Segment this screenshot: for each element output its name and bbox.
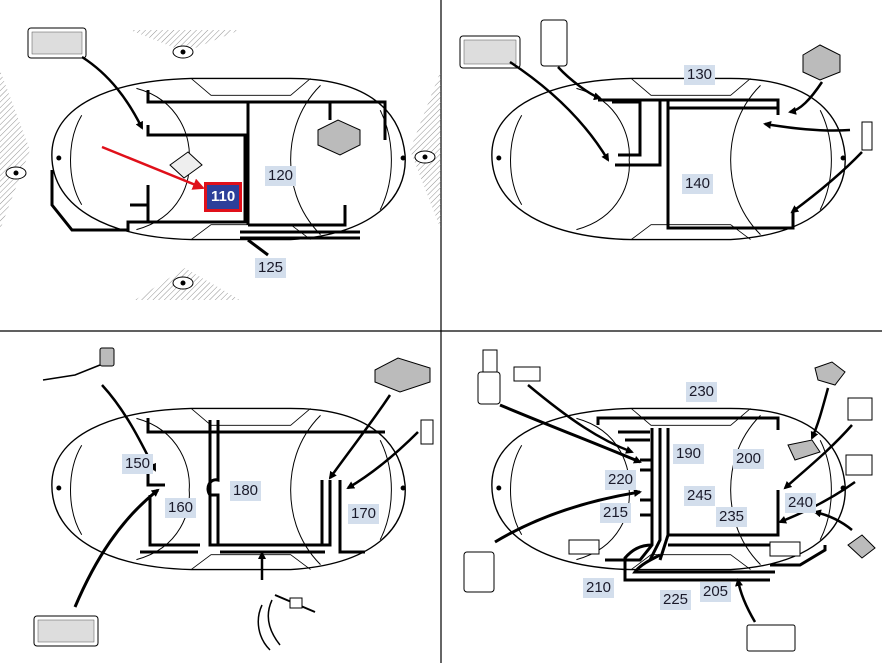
wiring-panel-2 <box>598 98 795 230</box>
callout-205[interactable]: 205 <box>700 582 732 602</box>
remote-key-icon <box>482 349 498 373</box>
module-icon-4 <box>845 454 873 476</box>
callout-200[interactable]: 200 <box>733 449 765 469</box>
relay-box-icon <box>540 19 568 67</box>
callout-130[interactable]: 130 <box>684 65 716 85</box>
fuse-box-icon <box>746 624 796 652</box>
switch-icon-4 <box>814 361 846 386</box>
antenna-connector-icon <box>99 347 115 367</box>
wiring-panel-3 <box>140 418 385 554</box>
callout-150[interactable]: 150 <box>122 454 154 474</box>
wiring-panel-4 <box>596 416 827 582</box>
callout-120[interactable]: 120 <box>265 166 297 186</box>
module-icon-4b <box>787 439 821 461</box>
connector-icon-4b <box>847 534 876 559</box>
callout-110-selected[interactable]: 110 <box>203 182 243 212</box>
control-unit-icon <box>463 551 495 593</box>
callout-220[interactable]: 220 <box>605 470 637 490</box>
callout-215[interactable]: 215 <box>600 503 632 523</box>
panel-rear-left <box>33 347 434 651</box>
connector-icon-2 <box>802 44 841 81</box>
callout-160[interactable]: 160 <box>165 498 197 518</box>
wiring-panel-1 <box>50 90 387 257</box>
callout-245[interactable]: 245 <box>684 486 716 506</box>
panel-switch-icon <box>847 397 873 421</box>
panel-rear-right <box>463 349 876 652</box>
callout-230[interactable]: 230 <box>686 382 718 402</box>
callout-125[interactable]: 125 <box>255 258 287 278</box>
connector-icon-4c <box>769 541 801 557</box>
callout-225[interactable]: 225 <box>660 590 692 610</box>
pointer-arrow <box>101 145 205 190</box>
callout-170[interactable]: 170 <box>348 504 380 524</box>
panel-front-right <box>459 19 873 241</box>
connector-block-icon <box>317 119 361 156</box>
panel-front-left <box>0 27 441 300</box>
callout-235[interactable]: 235 <box>716 507 748 527</box>
callout-190[interactable]: 190 <box>673 444 705 464</box>
sensor-module-icon <box>169 151 203 179</box>
camera-module-icon <box>374 357 431 393</box>
connector-icon-4a <box>568 539 600 555</box>
receiver-icon <box>513 366 541 382</box>
sensor-icon-2 <box>861 121 873 151</box>
callout-210[interactable]: 210 <box>583 578 615 598</box>
gps-signal-icon <box>267 599 281 646</box>
callout-140[interactable]: 140 <box>682 174 714 194</box>
sensor-icon-3 <box>420 419 434 445</box>
callout-180[interactable]: 180 <box>230 481 262 501</box>
callout-240[interactable]: 240 <box>785 493 817 513</box>
